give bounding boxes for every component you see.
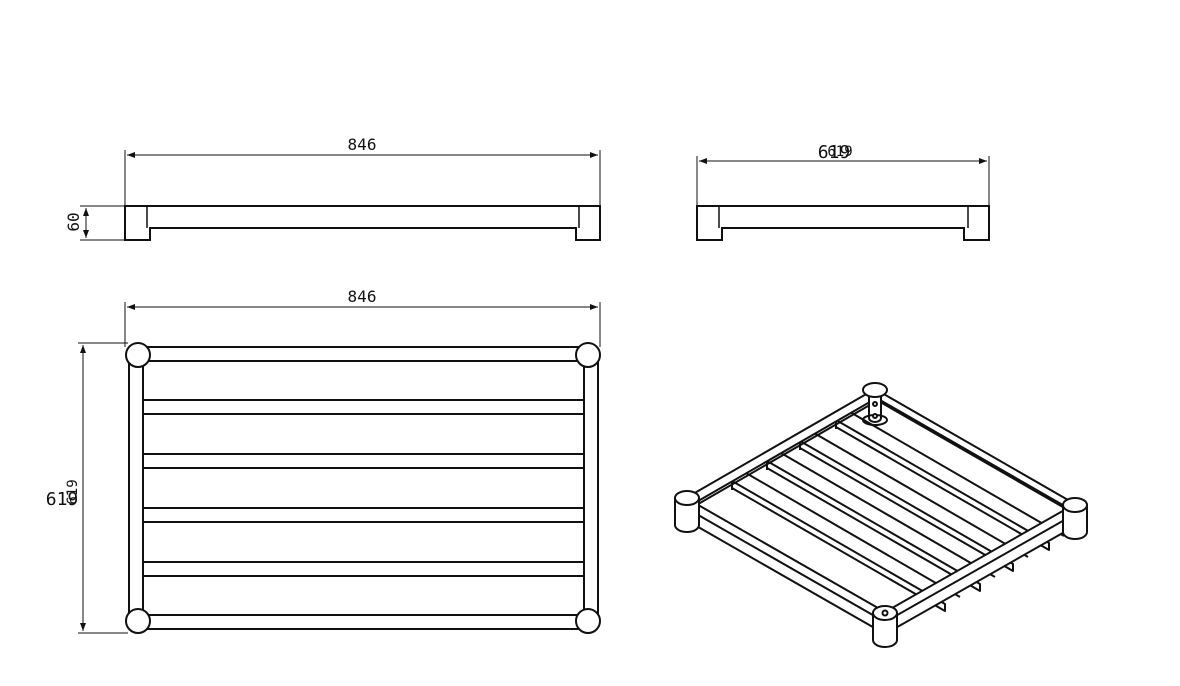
front-height-label: 60 bbox=[64, 212, 83, 231]
top-view bbox=[125, 342, 601, 634]
corner-post-back bbox=[862, 382, 888, 426]
front-height-dimension: 60 bbox=[64, 205, 125, 241]
front-width-label: 846 bbox=[348, 135, 377, 154]
side-width-label-overlap: 619 bbox=[827, 144, 852, 160]
corner-post-right bbox=[1062, 497, 1088, 540]
corner-post bbox=[125, 608, 151, 634]
corner-post bbox=[575, 608, 601, 634]
iso-frame-rails bbox=[685, 388, 1076, 635]
slat bbox=[142, 453, 585, 469]
side-view bbox=[696, 205, 990, 241]
isometric-view bbox=[674, 382, 1088, 648]
top-depth-label-overlap: 619 bbox=[65, 479, 81, 504]
corner-post-front bbox=[872, 605, 898, 648]
corner-post bbox=[575, 342, 601, 368]
top-width-label: 846 bbox=[348, 287, 377, 306]
corner-post bbox=[125, 342, 151, 368]
top-depth-label: 619 bbox=[46, 489, 79, 510]
top-width-dimension: 846 bbox=[124, 287, 601, 347]
front-width-dimension: 846 bbox=[124, 135, 601, 206]
side-width-dimension: 619 619 bbox=[696, 142, 990, 206]
side-width-label: 619 bbox=[818, 142, 851, 163]
corner-post-left bbox=[674, 490, 700, 533]
iso-slats bbox=[731, 411, 1065, 612]
front-view bbox=[124, 205, 601, 241]
slat bbox=[142, 561, 585, 577]
top-depth-dimension: 619 619 bbox=[46, 342, 128, 634]
slat bbox=[142, 507, 585, 523]
slat bbox=[142, 399, 585, 415]
